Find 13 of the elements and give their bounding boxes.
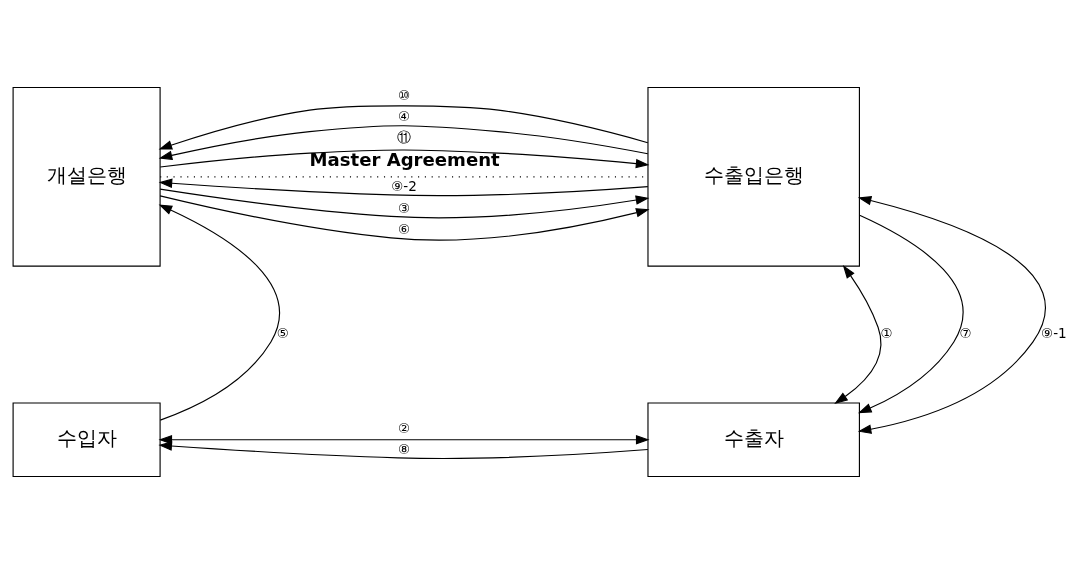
edge-label: ②	[397, 419, 411, 436]
edge-label: ⑩	[397, 86, 411, 103]
edge-label: ①	[880, 325, 893, 342]
edge-label: ③	[397, 199, 411, 216]
edge-label: Master Agreement	[309, 149, 500, 171]
edge-label: ⑨-1	[1041, 325, 1067, 342]
edge-label: ⑧	[397, 440, 411, 457]
edge-label: ④	[397, 107, 411, 124]
edge-label: ⑦	[959, 325, 972, 342]
edge-label: ⑪	[397, 129, 412, 146]
edge-label: ⑨-2	[391, 178, 417, 195]
edge-label: ⑥	[397, 221, 411, 238]
edge-label: ⑤	[276, 325, 289, 342]
